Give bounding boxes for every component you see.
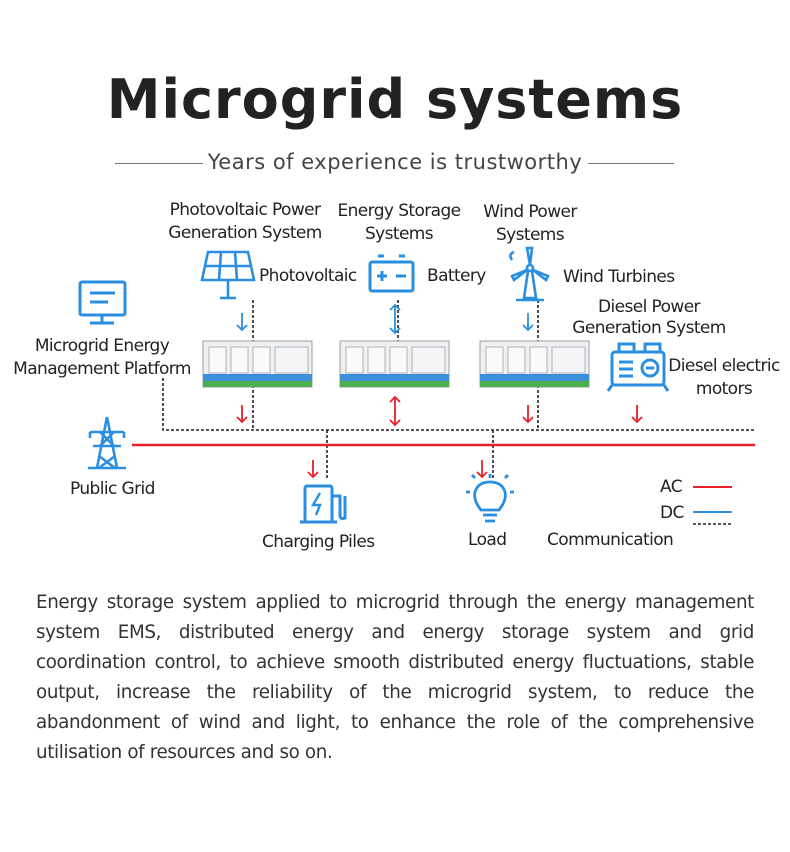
charging-pile-icon — [300, 484, 347, 524]
charging-piles-label: Charging Piles — [262, 532, 375, 552]
storage-system-label: Energy Storage Systems — [337, 201, 461, 244]
pv-cabinet-icon — [202, 340, 313, 388]
wind-cabinet-icon — [479, 340, 590, 388]
dc-arrows — [236, 303, 534, 335]
diesel-motors-label: Diesel electric motors — [668, 356, 780, 399]
pv-label: Photovoltaic — [259, 266, 357, 286]
diesel-generator-icon — [606, 342, 670, 392]
subtitle-divider-left — [115, 163, 203, 164]
power-tower-icon — [88, 416, 126, 470]
page-subtitle: Years of experience is trustworthy — [207, 150, 583, 174]
legend-communication-label: Communication — [547, 530, 674, 550]
diesel-system-label: Diesel Power Generation System — [572, 297, 726, 338]
battery-label: Battery — [427, 266, 486, 286]
ems-label: Microgrid Energy Management Platform — [13, 336, 191, 379]
wind-turbines-label: Wind Turbines — [563, 267, 675, 287]
storage-cabinet-icon — [339, 340, 450, 388]
legend-ac-label: AC — [660, 477, 683, 497]
description-paragraph: Energy storage system applied to microgr… — [36, 592, 754, 763]
solar-panel-icon — [200, 250, 256, 300]
microgrid-diagram — [78, 246, 755, 525]
load-label: Load — [468, 530, 507, 550]
public-grid-label: Public Grid — [70, 479, 155, 499]
wind-system-label: Wind Power Systems — [483, 202, 577, 245]
subtitle-divider-right — [588, 163, 674, 164]
monitor-icon — [78, 280, 127, 325]
light-bulb-icon — [466, 474, 514, 523]
page-title: Microgrid systems — [106, 68, 684, 131]
battery-icon — [368, 254, 415, 293]
legend-dc-label: DC — [660, 503, 684, 523]
pv-system-label: Photovoltaic Power Generation System — [168, 200, 322, 243]
ac-arrows — [236, 395, 643, 479]
wind-turbine-icon — [509, 246, 550, 302]
